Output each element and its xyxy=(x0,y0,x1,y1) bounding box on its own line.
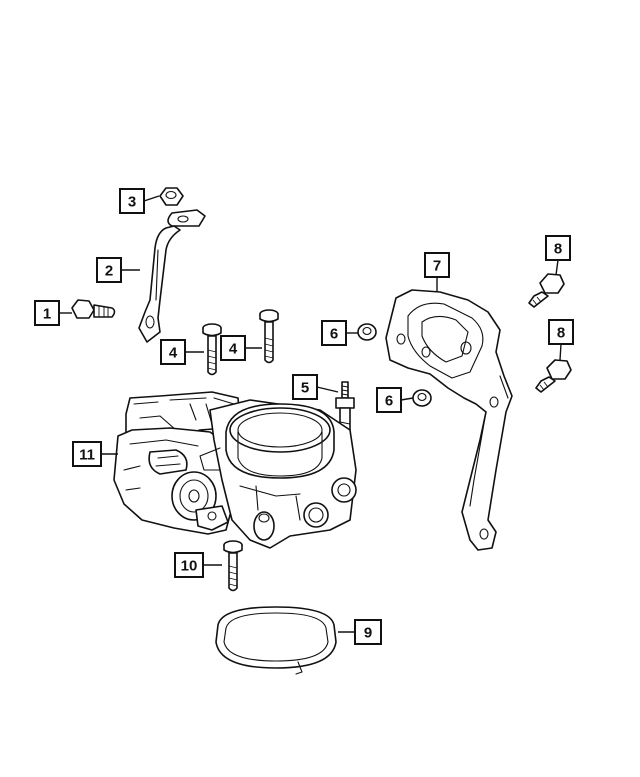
callout-label: 8 xyxy=(554,241,562,258)
callout-label: 8 xyxy=(557,325,565,342)
callout-2: 2 xyxy=(96,257,122,283)
callout-label: 11 xyxy=(79,447,95,464)
callout-10: 10 xyxy=(174,552,204,578)
part-screw-4a xyxy=(202,323,222,376)
part-flange-bolt-8a xyxy=(528,273,565,308)
callout-6b: 6 xyxy=(376,387,402,413)
part-bolt-10 xyxy=(223,540,243,592)
callout-label: 10 xyxy=(181,558,198,575)
callout-label: 1 xyxy=(43,306,51,323)
callout-8b: 8 xyxy=(548,319,574,345)
callout-1: 1 xyxy=(34,300,60,326)
leader-lines xyxy=(59,195,562,633)
callout-8a: 8 xyxy=(545,235,571,261)
part-washer-6b xyxy=(412,389,432,407)
callout-label: 7 xyxy=(433,258,441,275)
callout-label: 3 xyxy=(128,194,136,211)
callout-9: 9 xyxy=(354,619,382,645)
part-screw-4b xyxy=(259,309,279,364)
callout-4b: 4 xyxy=(220,335,246,361)
callout-7: 7 xyxy=(424,252,450,278)
callout-label: 4 xyxy=(229,341,238,358)
callout-5: 5 xyxy=(292,374,318,400)
callout-label: 9 xyxy=(364,625,372,642)
part-nut-3 xyxy=(159,187,184,206)
callout-label: 6 xyxy=(385,393,393,410)
part-ground-strap-2 xyxy=(138,209,206,343)
callout-label: 4 xyxy=(169,345,178,362)
callout-3: 3 xyxy=(119,188,145,214)
part-gasket-9 xyxy=(215,606,337,675)
callout-4a: 4 xyxy=(160,339,186,365)
callout-6a: 6 xyxy=(321,320,347,346)
callout-11: 11 xyxy=(72,441,102,467)
part-washer-6a xyxy=(357,323,377,341)
part-bolt-1 xyxy=(71,299,116,319)
callout-label: 6 xyxy=(330,326,338,343)
part-flange-bolt-8b xyxy=(535,359,572,393)
part-bracket-7 xyxy=(385,289,513,551)
callout-label: 5 xyxy=(301,380,309,397)
part-throttle-body-11 xyxy=(113,391,357,549)
callout-label: 2 xyxy=(105,263,113,280)
